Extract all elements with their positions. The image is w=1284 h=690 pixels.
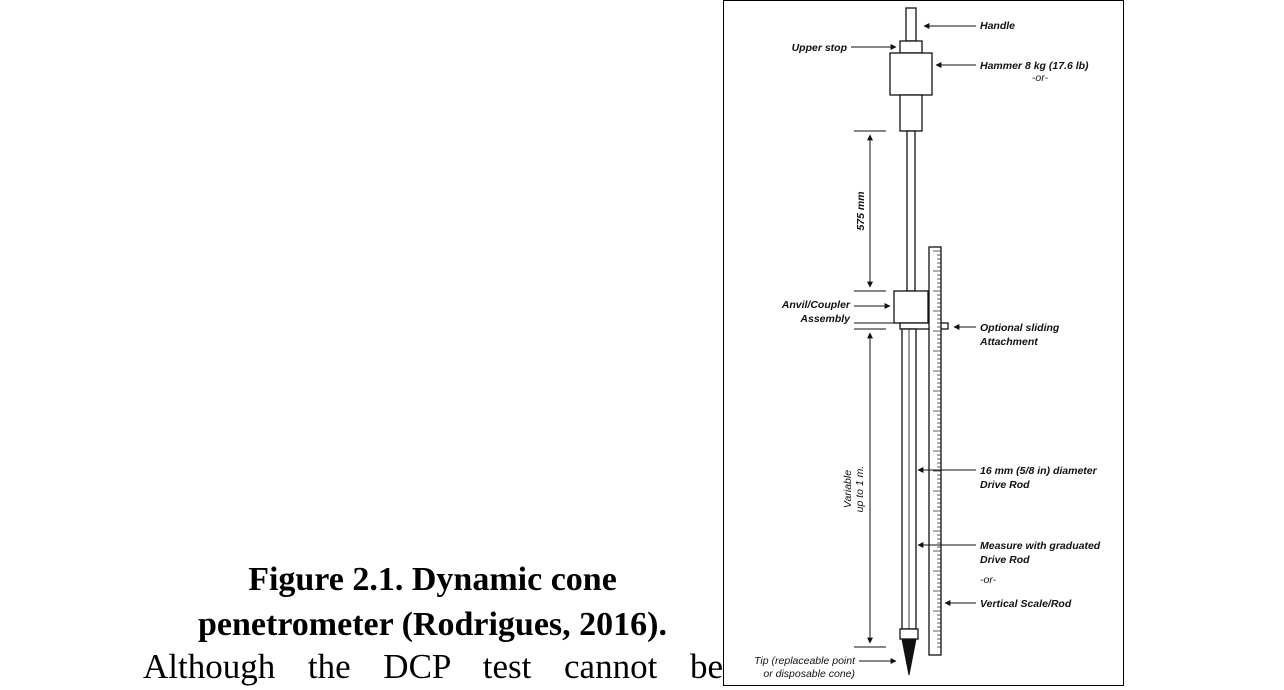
label-tip: Tip (replaceable point [754,655,856,667]
label-drive-rod: Drive Rod [980,479,1030,491]
label-or-2: -or- [980,574,997,586]
dcp-diagram: 575 mm Variable up to 1 m. Handle Upper … [754,7,1101,680]
hammer-guide-shape [899,94,923,132]
label-assembly: Assembly [799,313,851,325]
label-attachment: Attachment [979,336,1038,348]
label-vertical-scale: Vertical Scale/Rod [980,598,1072,610]
label-tip-cone: or disposable cone) [763,668,855,680]
label-up-to-1m: up to 1 m. [854,466,866,513]
upper-stop-shape [899,40,923,54]
label-anvil-coupler: Anvil/Coupler [781,299,851,311]
label-optional-sliding: Optional sliding [980,322,1060,334]
caption-line-1: Figure 2.1. Dynamic cone [248,561,617,598]
anvil-shape [893,290,929,324]
dcp-figure: 575 mm Variable up to 1 m. Handle Upper … [723,0,1124,686]
label-measure-drive-rod: Drive Rod [980,554,1030,566]
tip-cone-shape [901,638,917,676]
caption-line-2: penetrometer (Rodrigues, 2016). [198,606,667,643]
upper-shaft-shape [906,130,916,292]
label-variable: Variable [842,470,854,508]
scale-ticks [933,250,941,648]
figure-caption: Figure 2.1. Dynamic cone penetrometer (R… [140,557,725,647]
label-575mm: 575 mm [855,191,867,230]
handle-shape [905,7,917,42]
label-or-1: -or- [1032,72,1049,84]
sliding-attachment-shape [899,322,949,330]
hammer-shape [889,52,933,96]
label-hammer: Hammer 8 kg (17.6 lb) [980,60,1089,72]
tip-collar-shape [899,628,919,640]
label-handle: Handle [980,20,1015,32]
body-paragraph: Although the DCP test cannot be [143,647,723,686]
label-drive-rod-diameter: 16 mm (5/8 in) diameter [980,465,1098,477]
label-measure-graduated: Measure with graduated [980,540,1101,552]
label-upper-stop: Upper stop [792,42,848,54]
